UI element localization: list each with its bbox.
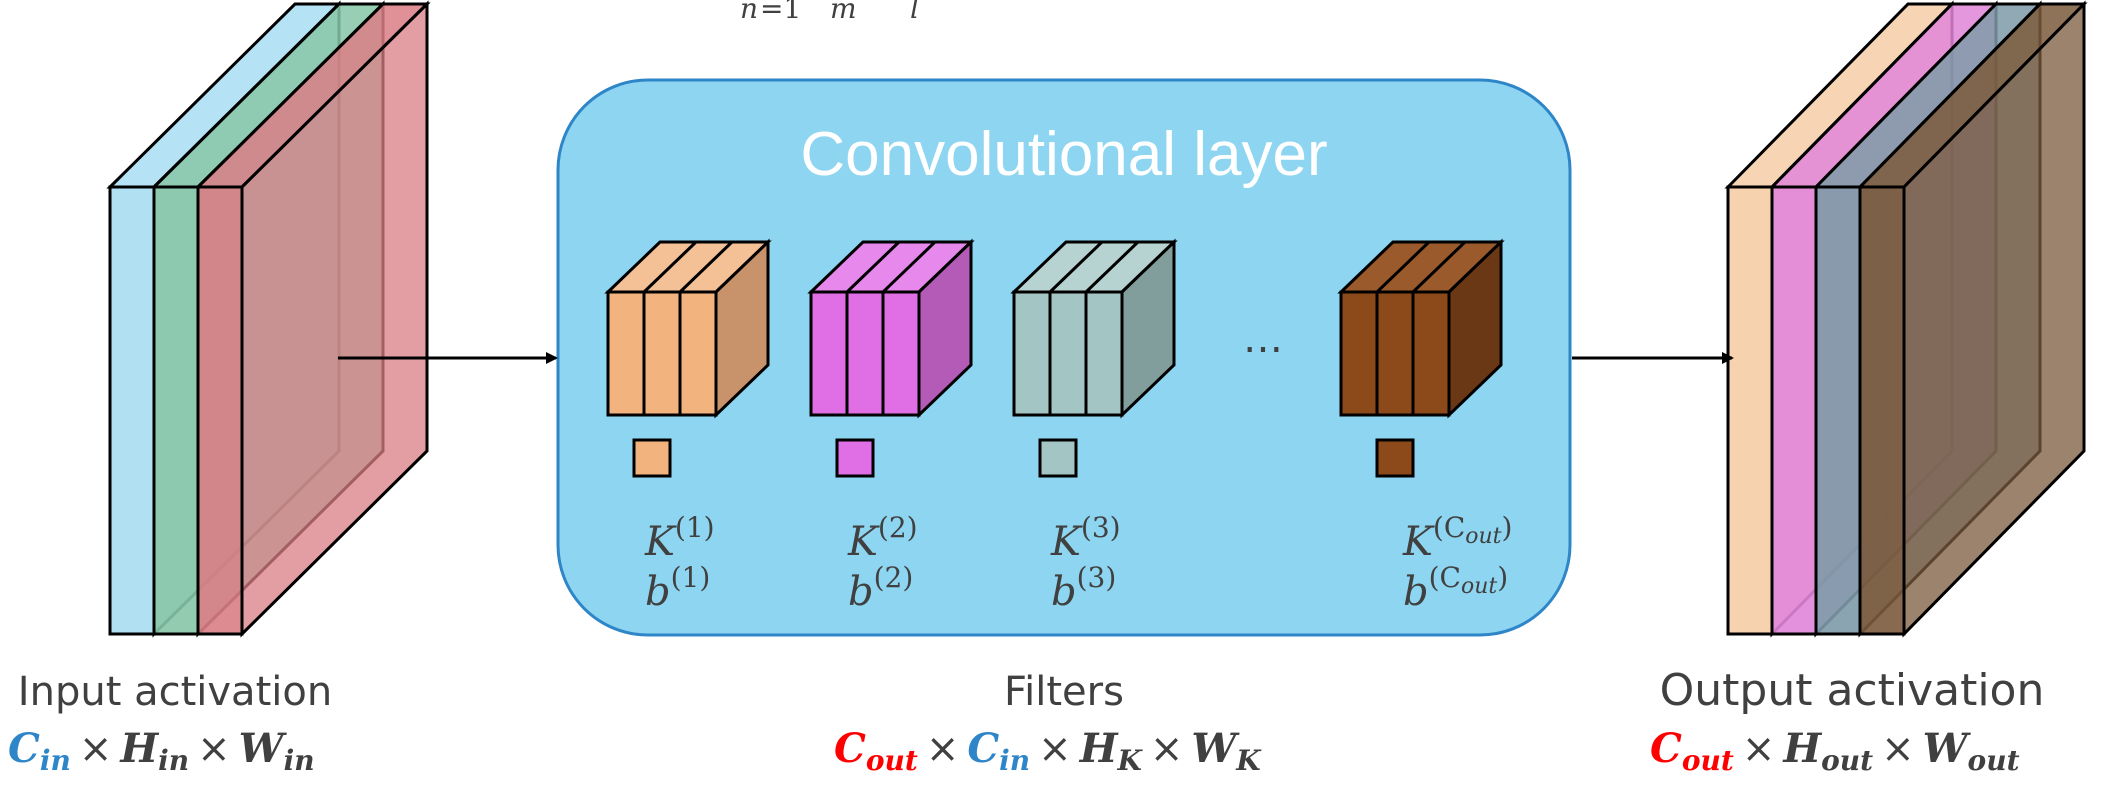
output-slab-4 bbox=[1856, 0, 2088, 638]
output-dims: Cout×Hout×Wout bbox=[1650, 725, 2020, 777]
layer-title: Convolutional layer bbox=[800, 120, 1327, 189]
filter-bias-label: b(1) bbox=[645, 561, 710, 615]
fragment-l: l bbox=[910, 0, 919, 25]
filter-cube-slab bbox=[678, 290, 718, 417]
filter-cube-slab bbox=[1411, 290, 1451, 417]
input-slab-front bbox=[196, 185, 244, 636]
filter-cube-slab bbox=[1012, 290, 1052, 417]
filter-bias bbox=[632, 438, 672, 478]
filter-dims: Cout×Cin×HK×WK bbox=[834, 725, 1262, 777]
filter-1: K(1)b(1) bbox=[604, 238, 772, 615]
filter-kernel-label: K(1) bbox=[644, 511, 715, 565]
filter-kernel-label: K(2) bbox=[847, 511, 918, 565]
filter-bias bbox=[1375, 438, 1415, 478]
output-activation-volume bbox=[1724, 0, 2088, 638]
input-slab-front bbox=[152, 185, 200, 636]
filter-cube-top-divider bbox=[642, 240, 698, 294]
input-activation-volume bbox=[106, 0, 431, 638]
filter-2: K(2)b(2) bbox=[807, 238, 975, 615]
filter-bias-label: b(Cout) bbox=[1403, 561, 1508, 615]
filters-label: Filters bbox=[1004, 669, 1124, 715]
filter-cube-slab bbox=[881, 290, 921, 417]
output-label: Output activation bbox=[1660, 665, 2045, 716]
filter-bias bbox=[835, 438, 875, 478]
filter-4: K(Cout)b(Cout) bbox=[1337, 238, 1512, 615]
filter-cube-slab bbox=[1375, 290, 1415, 417]
fragment-n: n bbox=[740, 0, 758, 25]
top-formula-fragment: n =1 m l bbox=[740, 0, 919, 25]
filter-cube-top-divider bbox=[1411, 240, 1467, 294]
filter-cube-top-divider bbox=[1048, 240, 1104, 294]
filters-group: K(1)b(1)K(2)b(2)K(3)b(3)K(Cout)b(Cout) bbox=[604, 238, 1512, 615]
input-label: Input activation bbox=[18, 669, 332, 715]
filter-cube-slab bbox=[606, 290, 646, 417]
filter-cube-slab bbox=[642, 290, 682, 417]
input-slab-front bbox=[108, 185, 156, 636]
filter-kernel-label: K(3) bbox=[1050, 511, 1121, 565]
filters-ellipsis: … bbox=[1243, 316, 1283, 362]
filter-bias bbox=[1038, 438, 1078, 478]
output-slab-front bbox=[1770, 185, 1818, 636]
filter-cube-top-divider bbox=[1084, 240, 1140, 294]
input-dims: Cin×Hin×Win bbox=[8, 725, 315, 777]
filter-cube-slab bbox=[809, 290, 849, 417]
filter-cube-top-divider bbox=[881, 240, 937, 294]
filter-cube-slab bbox=[845, 290, 885, 417]
filter-cube-slab bbox=[1048, 290, 1088, 417]
filter-cube-slab bbox=[1339, 290, 1379, 417]
filter-cube-top-divider bbox=[845, 240, 901, 294]
filter-bias-label: b(3) bbox=[1051, 561, 1116, 615]
output-slab-front bbox=[1858, 185, 1906, 636]
output-slab-front bbox=[1814, 185, 1862, 636]
output-slab-front bbox=[1726, 185, 1774, 636]
filter-cube-slab bbox=[1084, 290, 1124, 417]
filter-bias-label: b(2) bbox=[848, 561, 913, 615]
fragment-m: m bbox=[830, 0, 857, 25]
input-slab-3 bbox=[194, 0, 431, 638]
filter-3: K(3)b(3) bbox=[1010, 238, 1178, 615]
filter-kernel-label: K(Cout) bbox=[1402, 511, 1512, 565]
filter-cube-top-divider bbox=[1375, 240, 1431, 294]
filter-cube-top-divider bbox=[678, 240, 734, 294]
fragment-eq: =1 bbox=[760, 0, 801, 25]
